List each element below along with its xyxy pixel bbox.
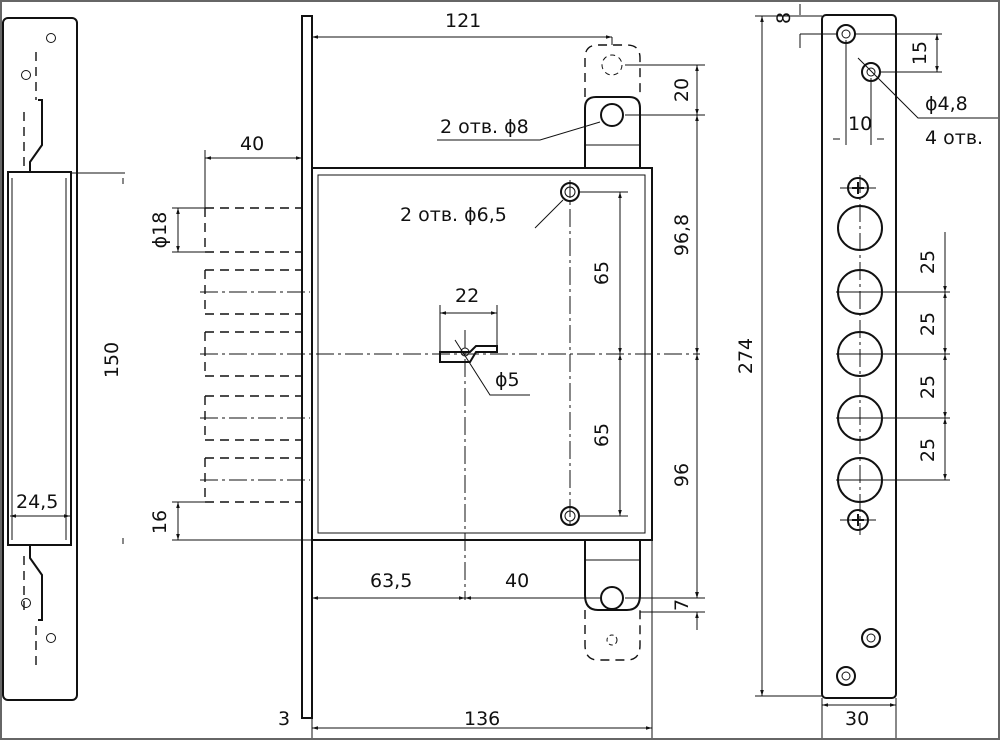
strike-plate bbox=[2, 17, 125, 701]
dim-bottom-tab-offset: 7 bbox=[671, 599, 693, 611]
dim-bolt-pitch-3: 25 bbox=[917, 375, 939, 399]
dim-upper-height: 96,8 bbox=[671, 214, 693, 256]
label-body-holes: 2 отв. ϕ6,5 bbox=[400, 204, 507, 226]
bolts bbox=[200, 207, 310, 503]
dim-tab-offset: 20 bbox=[671, 78, 693, 102]
label-tab-holes: 2 отв. ϕ8 bbox=[440, 116, 529, 138]
dim-key-backset: 63,5 bbox=[370, 570, 412, 592]
dim-hole-horizontal-spacing: 10 bbox=[848, 113, 872, 135]
dim-key-dia: ϕ5 bbox=[495, 369, 520, 391]
label-screw-hole-count: 4 отв. bbox=[925, 127, 983, 149]
dim-bolt-pitch-4: 25 bbox=[917, 438, 939, 462]
dim-top-width: 121 bbox=[445, 10, 481, 32]
dim-hole-spacing-lower: 65 bbox=[591, 423, 613, 447]
lock-body bbox=[200, 15, 700, 719]
dim-faceplate-width: 30 bbox=[845, 708, 869, 730]
dim-strike-width: 24,5 bbox=[16, 491, 58, 513]
dim-bolt-dia: ϕ18 bbox=[149, 212, 171, 249]
dim-key-width: 22 bbox=[455, 285, 479, 307]
dim-bolt-backset: 40 bbox=[240, 133, 264, 155]
dim-top-hole-offset: 8 bbox=[773, 12, 795, 24]
dim-total-height: 274 bbox=[735, 338, 757, 374]
dim-faceplate-thickness: 3 bbox=[278, 708, 290, 730]
dim-bolt-pitch-1: 25 bbox=[917, 250, 939, 274]
dim-body-depth: 136 bbox=[464, 708, 500, 730]
dim-hole-vertical-spacing: 15 bbox=[909, 41, 931, 65]
dim-key-to-hole: 40 bbox=[505, 570, 529, 592]
dim-strike-height: 150 bbox=[101, 342, 123, 378]
dim-bolt-pitch-2: 25 bbox=[917, 312, 939, 336]
dim-bolt-offset: 16 bbox=[149, 510, 171, 534]
dim-lower-height: 96 bbox=[671, 463, 693, 487]
dim-hole-spacing-upper: 65 bbox=[591, 261, 613, 285]
label-screw-hole-dia: ϕ4,8 bbox=[925, 93, 968, 115]
